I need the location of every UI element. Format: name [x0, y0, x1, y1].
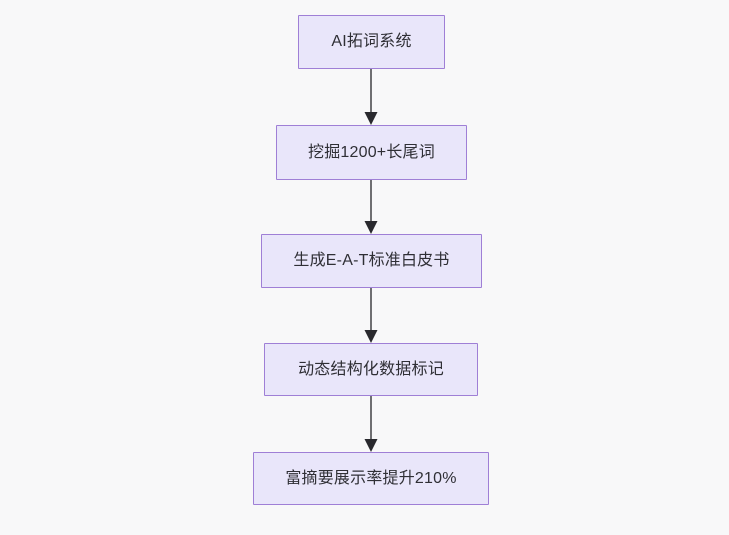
flow-node-label: 生成E-A-T标准白皮书: [293, 252, 450, 270]
edge-n4-n5: [364, 396, 378, 452]
edge-n3-n4: [364, 288, 378, 343]
flow-node-generate-eat-whitepaper[interactable]: 生成E-A-T标准白皮书: [261, 234, 482, 288]
flow-node-mine-longtail-keywords[interactable]: 挖掘1200+长尾词: [276, 125, 467, 180]
flow-node-rich-snippet-rate-increase[interactable]: 富摘要展示率提升210%: [253, 452, 489, 505]
flow-node-label: 富摘要展示率提升210%: [285, 469, 457, 487]
edge-n1-n2: [364, 69, 378, 125]
edge-n2-n3: [364, 180, 378, 234]
flow-node-dynamic-structured-data-markup[interactable]: 动态结构化数据标记: [264, 343, 478, 396]
flow-node-label: 动态结构化数据标记: [298, 360, 444, 378]
flow-node-label: 挖掘1200+长尾词: [308, 143, 435, 161]
flow-node-label: AI拓词系统: [331, 33, 412, 51]
flow-node-ai-keyword-system[interactable]: AI拓词系统: [298, 15, 445, 69]
